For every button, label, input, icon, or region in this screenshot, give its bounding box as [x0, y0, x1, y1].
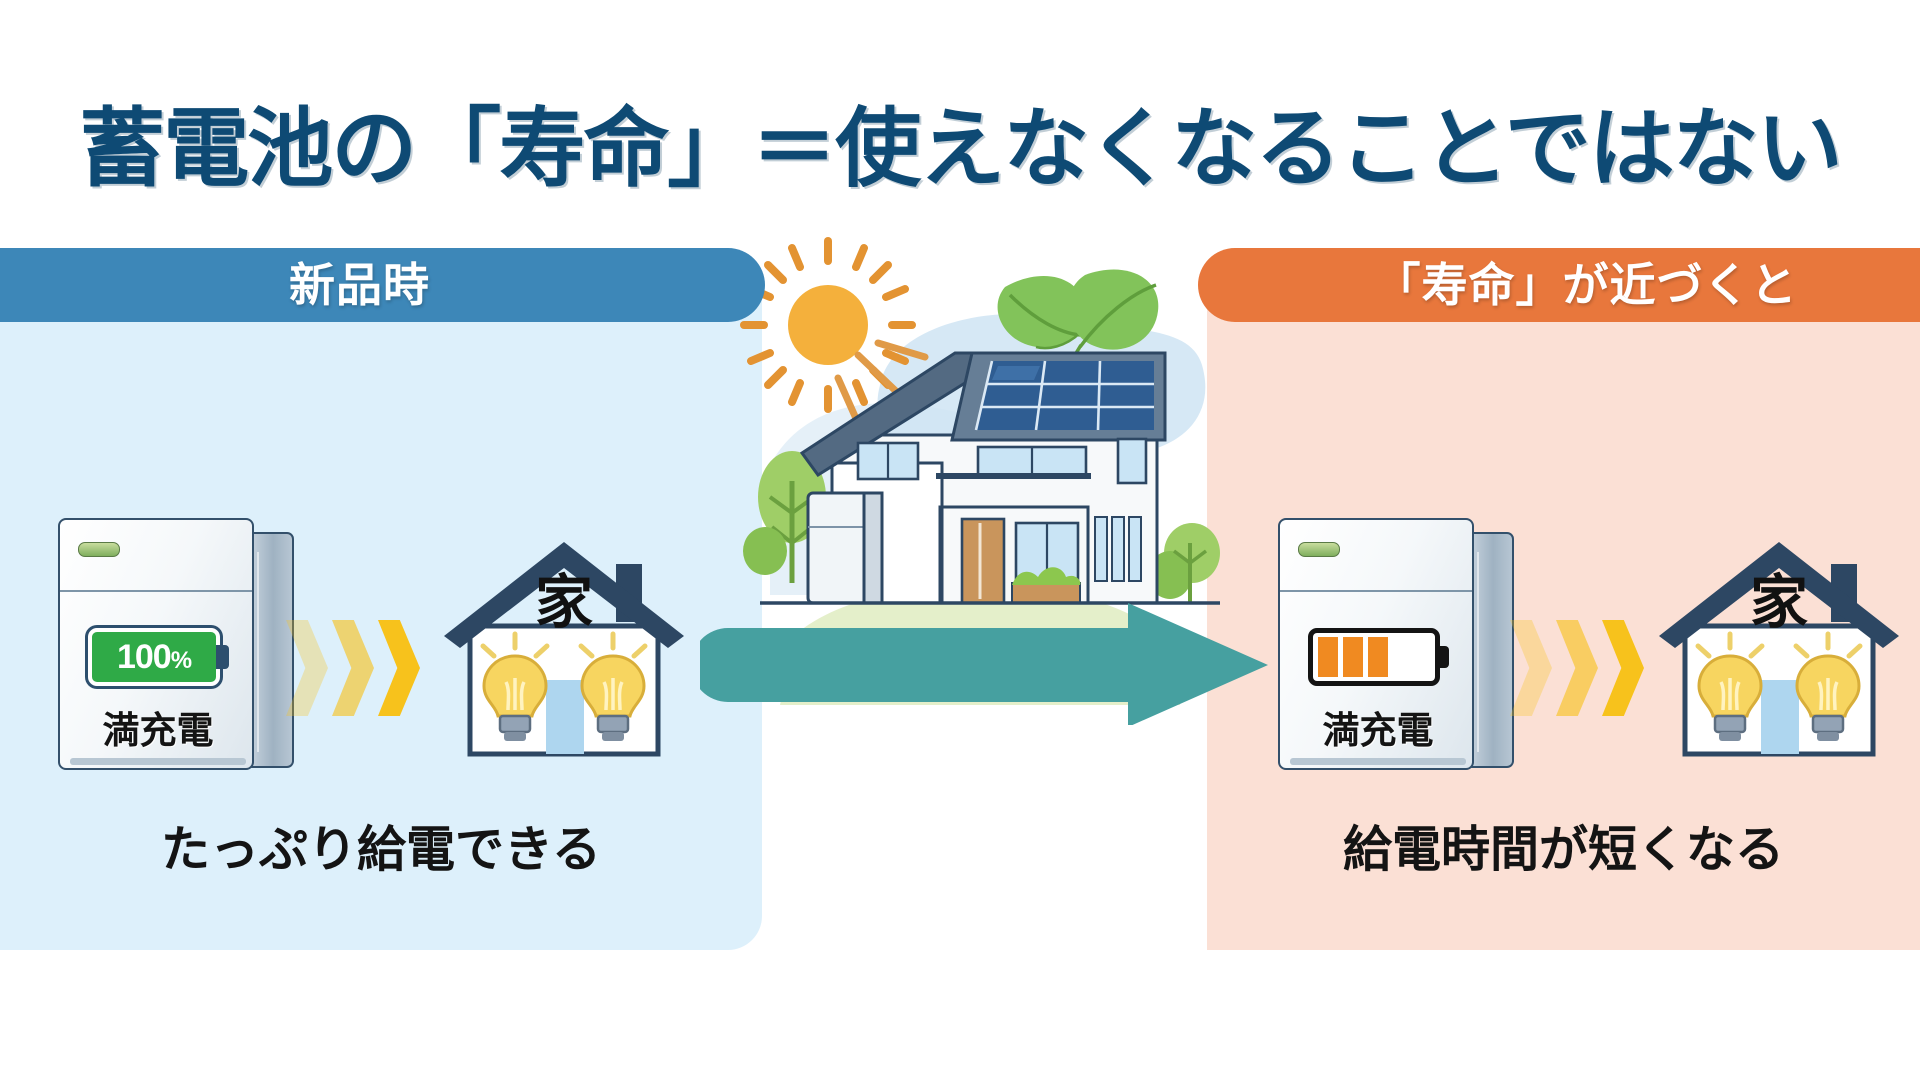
battery-cabinet-icon: [806, 491, 884, 605]
left-battery-unit: 100% 満充電: [58, 518, 294, 778]
sun-icon: [740, 237, 929, 427]
battery-terminal-icon: [1436, 646, 1449, 668]
left-flow-chevrons-right-icon: [286, 620, 420, 716]
solar-house-illustration: [740, 235, 1240, 705]
leaf-icon: [997, 275, 1086, 350]
battery-terminal-icon: [216, 645, 229, 669]
battery-full-icon: 100%: [88, 628, 229, 686]
lightbulb-icon: [480, 631, 550, 741]
left-house-icon: 家: [440, 530, 688, 760]
status-led-icon: [78, 542, 120, 557]
cabinet-seam: [1280, 590, 1472, 592]
leaf-icon: [1068, 269, 1159, 364]
cabinet-side-panel: [248, 532, 294, 768]
right-battery-unit: 満充電: [1278, 518, 1514, 778]
cabinet-front-panel: 満充電: [1278, 518, 1474, 770]
battery-bar: [1368, 637, 1388, 677]
bush-icon: [1011, 567, 1081, 604]
right-panel-header: 「寿命」が近づくと: [1198, 248, 1920, 322]
battery-percent-unit: %: [170, 647, 192, 674]
chevron-right-icon: [378, 620, 420, 716]
right-battery-state-label: 満充電: [1322, 710, 1434, 751]
arrow-right-icon: [691, 600, 1290, 727]
house-building-icon: [760, 351, 1220, 605]
right-caption: 給電時間が短くなる: [1342, 823, 1784, 877]
status-led-icon: [1298, 542, 1340, 557]
battery-bar: [1343, 637, 1363, 677]
tree-icon: [1148, 523, 1220, 603]
chevron-right-icon: [332, 620, 374, 716]
door-icon: [960, 517, 1006, 605]
battery-percent-value: 100: [116, 638, 172, 676]
right-flow-chevrons-right-icon: [1510, 620, 1644, 716]
lightbulb-icon: [1695, 631, 1765, 741]
right-house-icon: 家: [1655, 530, 1903, 760]
chevron-right-icon: [1602, 620, 1644, 716]
left-battery-state-label: 満充電: [102, 710, 214, 751]
battery-low-icon: [1308, 628, 1449, 686]
solar-panel-icon: [974, 360, 1154, 431]
house-label: 家: [535, 570, 593, 635]
cabinet-front-panel: 100% 満充電: [58, 518, 254, 770]
house-label: 家: [1750, 570, 1808, 635]
battery-bar: [1318, 637, 1338, 677]
cabinet-side-panel: [1468, 532, 1514, 768]
lightbulb-icon: [578, 631, 648, 741]
tree-icon: [743, 451, 826, 583]
chevron-right-icon: [1556, 620, 1598, 716]
lightbulb-icon: [1793, 631, 1863, 741]
left-panel-header: 新品時: [0, 248, 765, 322]
chevron-right-icon: [286, 620, 328, 716]
cabinet-foot: [1290, 758, 1466, 765]
page-title: 蓄電池の「寿命」＝使えなくなることではない: [79, 101, 1842, 197]
left-caption: たっぷり給電できる: [160, 823, 602, 877]
cabinet-seam: [60, 590, 252, 592]
cabinet-foot: [70, 758, 246, 765]
chevron-right-icon: [1510, 620, 1552, 716]
